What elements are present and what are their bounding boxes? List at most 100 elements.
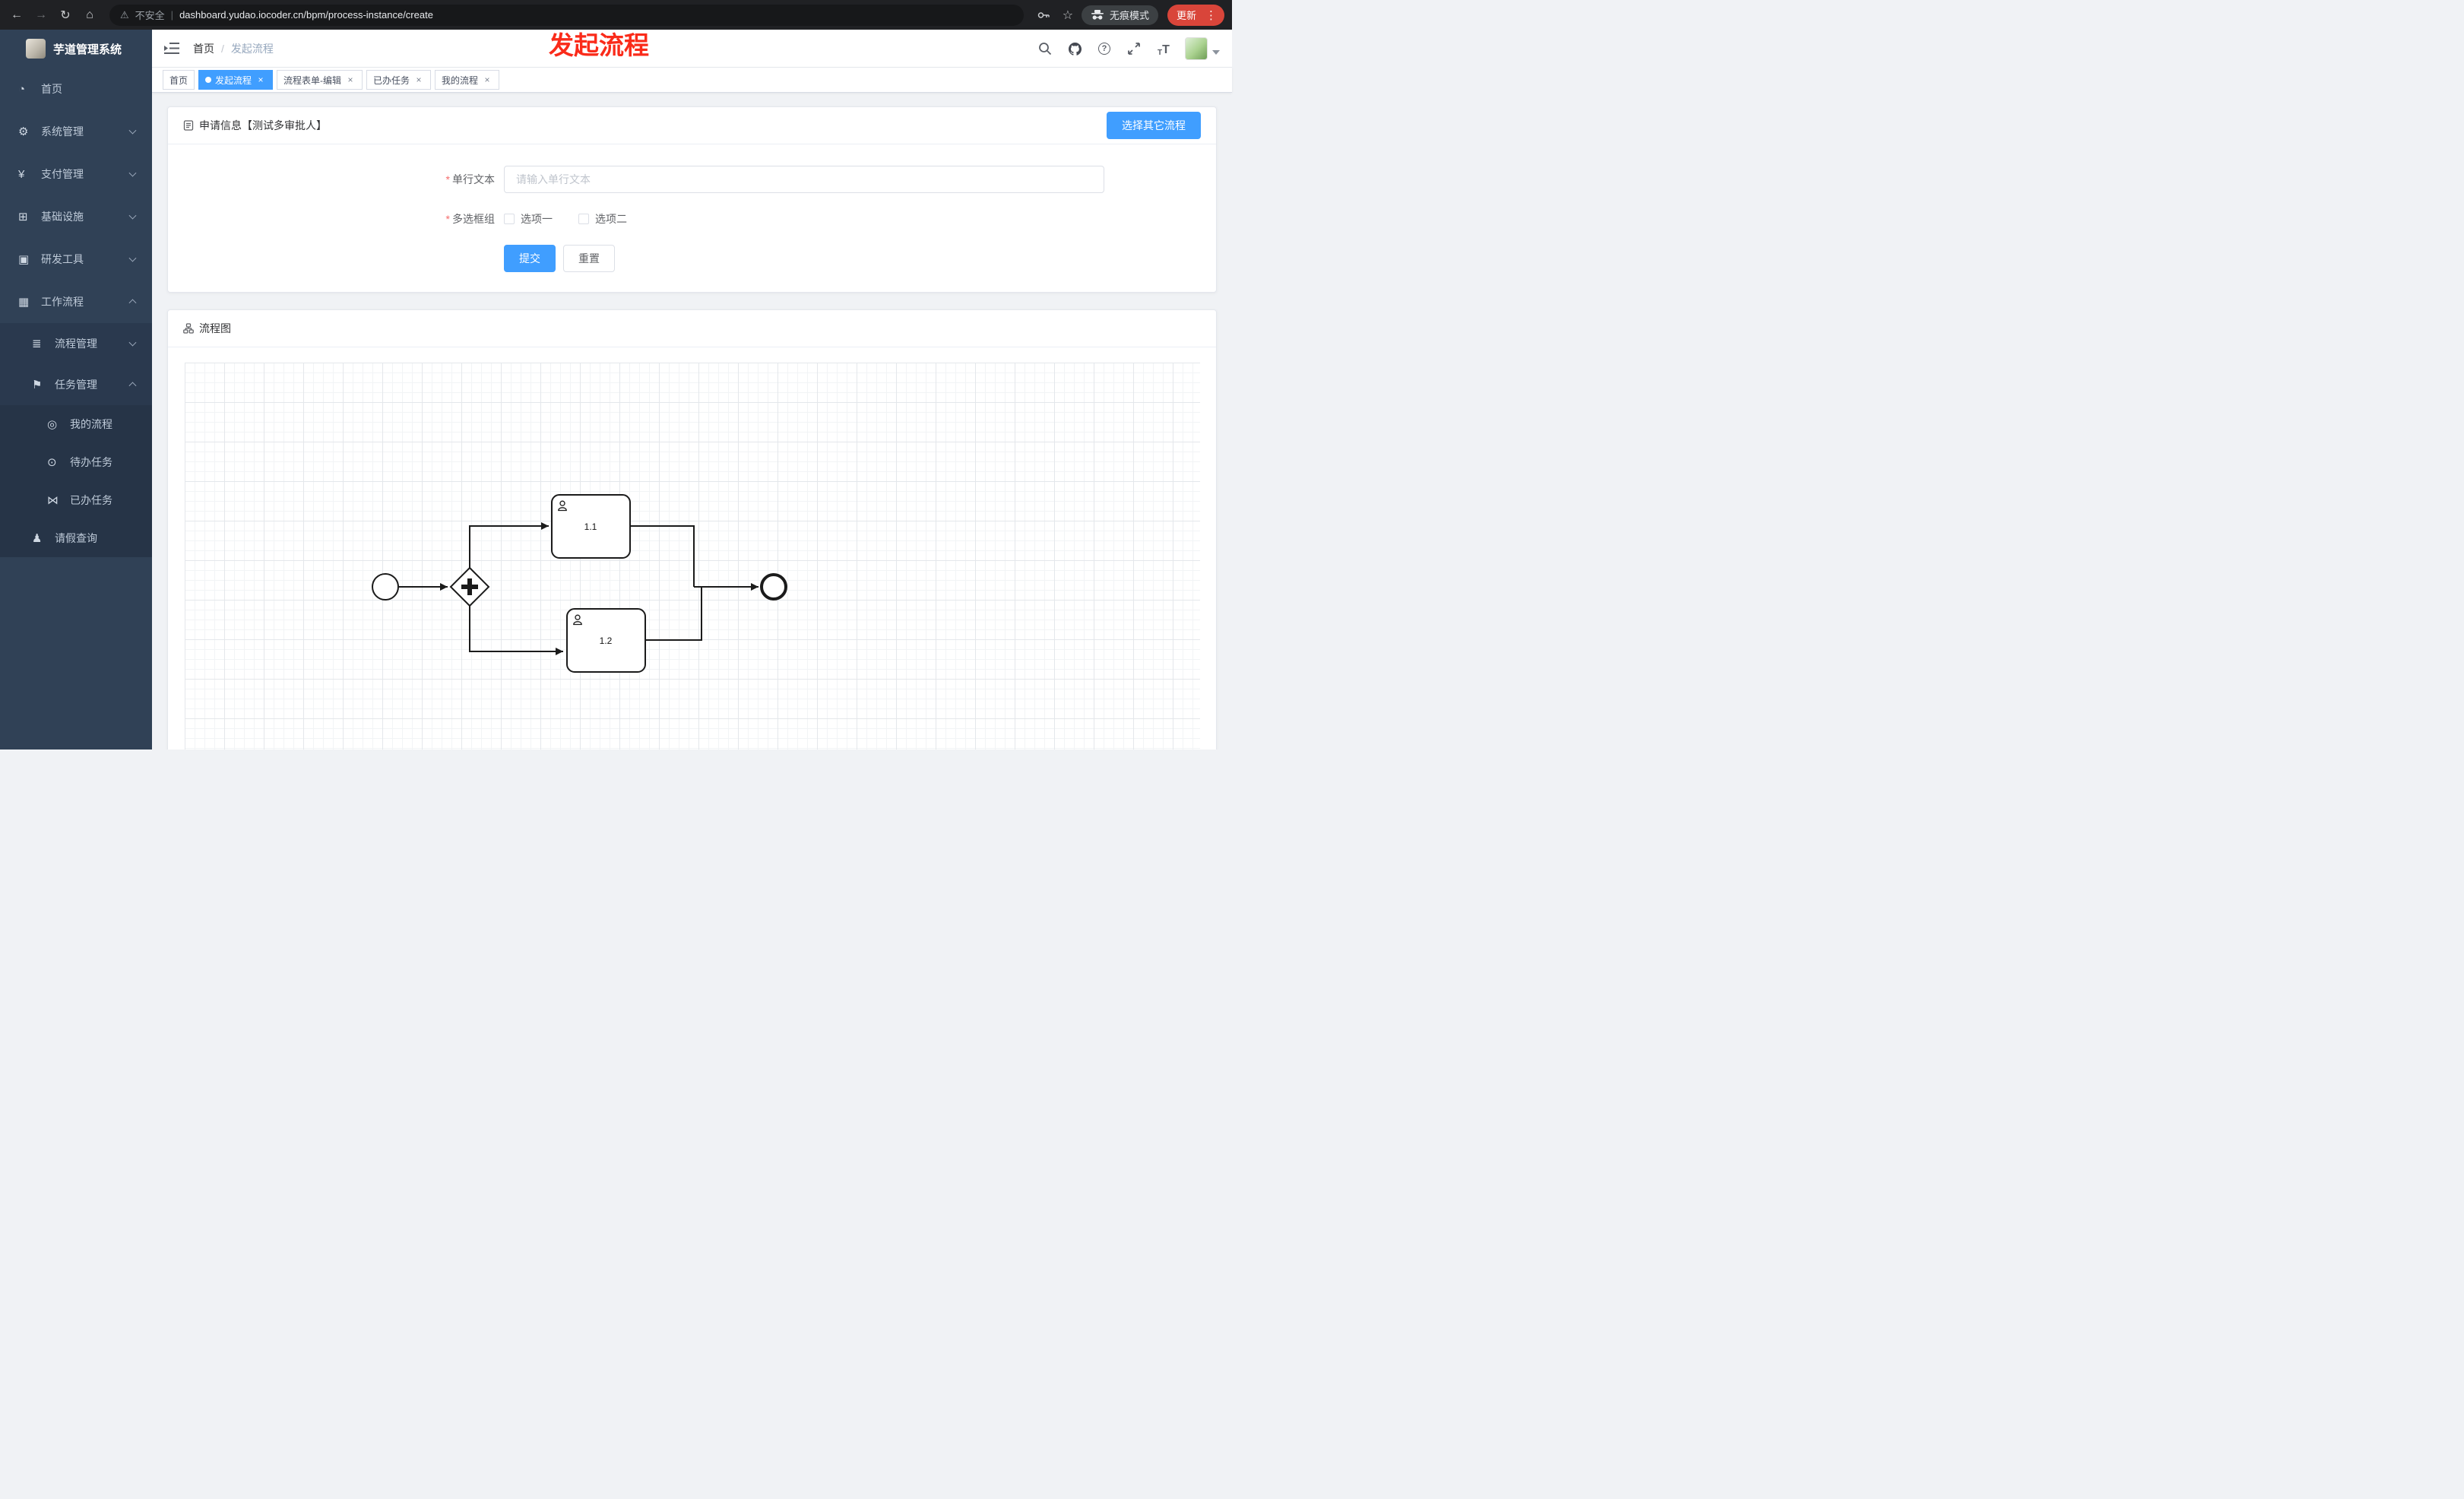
- reload-icon[interactable]: ↻: [60, 8, 71, 22]
- close-icon[interactable]: ×: [258, 74, 264, 85]
- tab-my-process[interactable]: 我的流程 ×: [435, 70, 500, 90]
- my-process-icon: ◎: [47, 418, 58, 431]
- breadcrumb-current: 发起流程: [230, 42, 274, 55]
- reset-button[interactable]: 重置: [563, 245, 615, 272]
- tab-form-edit[interactable]: 流程表单-编辑 ×: [277, 70, 363, 90]
- url-bar[interactable]: ⚠ 不安全 | dashboard.yudao.iocoder.cn/bpm/p…: [109, 4, 1024, 26]
- sidebar-item-label: 已办任务: [70, 494, 112, 506]
- sidebar-item-task-management[interactable]: ⚑ 任务管理: [0, 364, 152, 405]
- bpmn-user-task-1-1[interactable]: 1.1: [551, 494, 631, 559]
- field-label-text: 多选框组: [452, 213, 495, 225]
- menu-dots-icon[interactable]: ⋮: [1205, 8, 1217, 22]
- submit-button[interactable]: 提交: [504, 245, 556, 272]
- sidebar-item-process-management[interactable]: ≣ 流程管理: [0, 323, 152, 364]
- chevron-down-icon: [128, 254, 137, 262]
- sidebar-logo[interactable]: 芋道管理系统: [0, 30, 152, 68]
- bpmn-sequence-flow: [645, 587, 702, 641]
- gear-icon: ⚙: [18, 125, 29, 138]
- checkbox-label: 选项一: [521, 213, 553, 225]
- avatar[interactable]: [1185, 36, 1208, 60]
- sidebar-item-leave-query[interactable]: ♟ 请假查询: [0, 519, 152, 557]
- breadcrumb-home[interactable]: 首页: [193, 42, 214, 55]
- sidebar-item-label: 系统管理: [41, 125, 84, 138]
- bpmn-end-event[interactable]: [760, 573, 787, 601]
- search-icon[interactable]: [1037, 40, 1053, 57]
- sidebar-item-payment[interactable]: ¥ 支付管理: [0, 153, 152, 195]
- user-avatar-dropdown[interactable]: [1185, 36, 1220, 60]
- checkbox-option-2[interactable]: 选项二: [578, 211, 627, 227]
- fullscreen-icon[interactable]: [1126, 40, 1142, 57]
- help-glyph: ?: [1098, 42, 1110, 55]
- help-icon[interactable]: ?: [1096, 40, 1113, 57]
- bpmn-task-label: 1.1: [584, 521, 597, 532]
- sidebar-item-workflow[interactable]: ▦ 工作流程: [0, 280, 152, 323]
- tab-home[interactable]: 首页: [163, 70, 195, 90]
- close-icon[interactable]: ×: [484, 74, 490, 85]
- sidebar-item-pending-tasks[interactable]: ⊙ 待办任务: [0, 443, 152, 481]
- bpmn-sequence-flow: [469, 522, 549, 568]
- bpmn-user-task-1-2[interactable]: 1.2: [566, 608, 646, 673]
- sidebar-item-label: 支付管理: [41, 168, 84, 180]
- incognito-label: 无痕模式: [1109, 10, 1149, 21]
- bpmn-sequence-flow: [630, 525, 695, 587]
- tab-initiate-process[interactable]: 发起流程 ×: [198, 70, 274, 90]
- chevron-down-icon: [128, 211, 137, 220]
- flowchart-icon: [183, 323, 194, 334]
- eye-icon: ⊙: [47, 456, 57, 469]
- sidebar-item-infrastructure[interactable]: ⊞ 基础设施: [0, 195, 152, 238]
- tab-done-tasks[interactable]: 已办任务 ×: [366, 70, 432, 90]
- github-icon[interactable]: [1066, 40, 1083, 57]
- required-mark: *: [445, 173, 450, 185]
- sidebar-item-my-process[interactable]: ◎ 我的流程: [0, 405, 152, 443]
- sidebar: 芋道管理系统 ◔ 首页 ⚙ 系统管理 ¥ 支付管理 ⊞ 基础设施 ▣ 研发工具 …: [0, 30, 152, 750]
- select-other-process-button[interactable]: 选择其它流程: [1107, 112, 1201, 139]
- home-icon[interactable]: ⌂: [86, 8, 93, 21]
- key-icon[interactable]: [1033, 5, 1054, 26]
- workflow-submenu: ≣ 流程管理 ⚑ 任务管理 ◎ 我的流程 ⊙ 待办任务 ⋈ 已办任务: [0, 323, 152, 557]
- checkbox-option-1[interactable]: 选项一: [504, 211, 553, 227]
- checkbox-icon[interactable]: [504, 214, 515, 224]
- checkbox-icon[interactable]: [578, 214, 589, 224]
- sidebar-item-dev-tools[interactable]: ▣ 研发工具: [0, 238, 152, 280]
- update-button[interactable]: 更新 ⋮: [1167, 4, 1224, 26]
- sidebar-item-done-tasks[interactable]: ⋈ 已办任务: [0, 481, 152, 519]
- close-icon[interactable]: ×: [347, 74, 353, 85]
- forward-icon[interactable]: →: [35, 8, 47, 21]
- tab-label: 发起流程: [215, 74, 252, 86]
- sidebar-item-label: 请假查询: [55, 532, 97, 544]
- dashboard-icon: ◔: [18, 82, 26, 96]
- application-info-card: 申请信息【测试多审批人】 选择其它流程 *单行文本 *多选框组: [167, 106, 1217, 293]
- tools-icon: ▣: [18, 253, 30, 266]
- checkbox-label: 选项二: [595, 213, 627, 225]
- close-icon[interactable]: ×: [416, 74, 422, 85]
- bpmn-task-label: 1.2: [600, 635, 613, 646]
- sidebar-item-label: 我的流程: [70, 418, 112, 430]
- tab-label: 已办任务: [373, 74, 410, 86]
- sidebar-item-home[interactable]: ◔ 首页: [0, 68, 152, 110]
- document-icon: [183, 120, 194, 131]
- bookmark-star-icon[interactable]: ☆: [1062, 8, 1074, 22]
- incognito-badge: 无痕模式: [1081, 5, 1158, 25]
- bpmn-canvas[interactable]: 1.1 1.2: [185, 363, 1200, 750]
- incognito-icon: [1091, 9, 1104, 21]
- back-icon[interactable]: ←: [11, 8, 23, 21]
- tab-label: 我的流程: [442, 74, 479, 86]
- sidebar-item-system[interactable]: ⚙ 系统管理: [0, 110, 152, 153]
- single-text-input[interactable]: [504, 166, 1104, 193]
- chevron-down-icon: [128, 338, 137, 347]
- chevron-up-icon: [128, 299, 137, 307]
- url-divider: |: [170, 9, 174, 21]
- sidebar-item-label: 任务管理: [55, 379, 97, 391]
- bpmn-start-event[interactable]: [372, 573, 399, 601]
- workflow-icon: ▦: [18, 296, 30, 309]
- sidebar-item-label: 流程管理: [55, 338, 97, 350]
- field-label-single-text: *单行文本: [168, 172, 504, 187]
- sidebar-item-label: 研发工具: [41, 253, 84, 265]
- collapse-menu-icon[interactable]: [164, 41, 181, 56]
- page-content: 申请信息【测试多审批人】 选择其它流程 *单行文本 *多选框组: [152, 93, 1232, 750]
- bpmn-diagram: 1.1 1.2: [372, 494, 787, 673]
- sidebar-item-label: 工作流程: [41, 296, 84, 308]
- bpmn-parallel-gateway[interactable]: [449, 566, 490, 607]
